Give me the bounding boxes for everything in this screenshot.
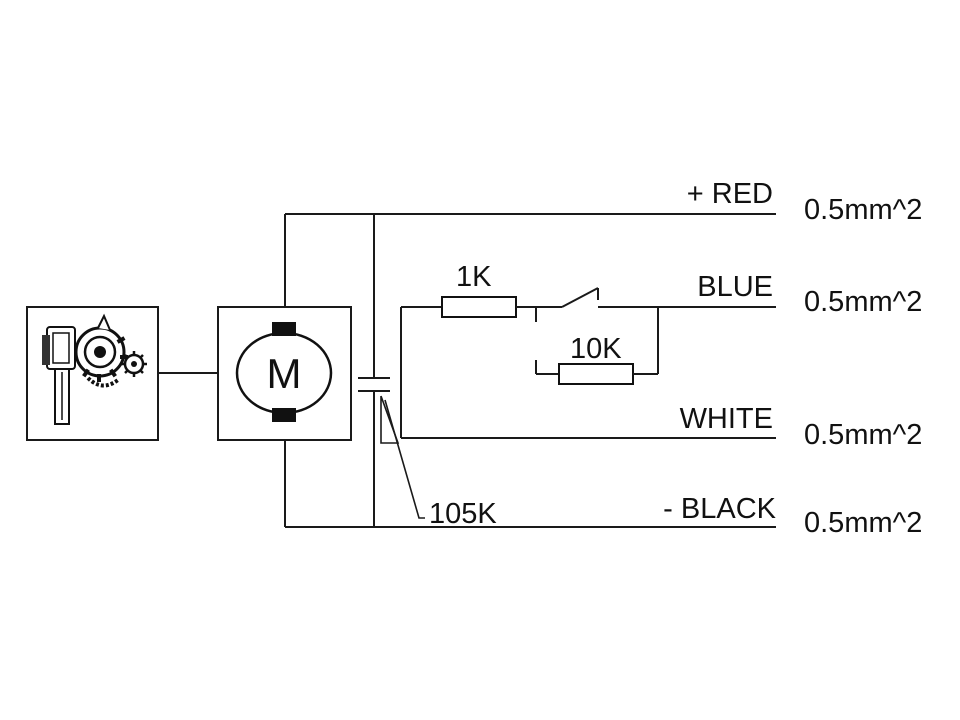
wire-label-black: - BLACK [663, 493, 776, 525]
gauge-black: 0.5mm^2 [804, 507, 922, 539]
motor-label: M [267, 350, 302, 397]
gauge-white: 0.5mm^2 [804, 419, 922, 451]
motor-brush-bottom [272, 408, 296, 422]
capacitor [358, 214, 425, 527]
gauge-red: 0.5mm^2 [804, 194, 922, 226]
motor-brush-top [272, 322, 296, 336]
wire-label-red: + RED [687, 178, 773, 210]
resistor-1k [441, 296, 517, 318]
gear-mechanism-icon [42, 313, 147, 425]
capacitor-label: 105K [429, 498, 497, 530]
resistor-10k-label: 10K [570, 333, 622, 365]
resistor-1k-label: 1K [456, 261, 492, 293]
resistor-10k [558, 363, 634, 385]
wire-label-white: WHITE [680, 403, 773, 435]
gearbox-box [26, 306, 159, 441]
switch-icon [535, 287, 776, 322]
wire-label-blue: BLUE [697, 271, 773, 303]
gauge-blue: 0.5mm^2 [804, 286, 922, 318]
motor-box: M [217, 306, 352, 441]
